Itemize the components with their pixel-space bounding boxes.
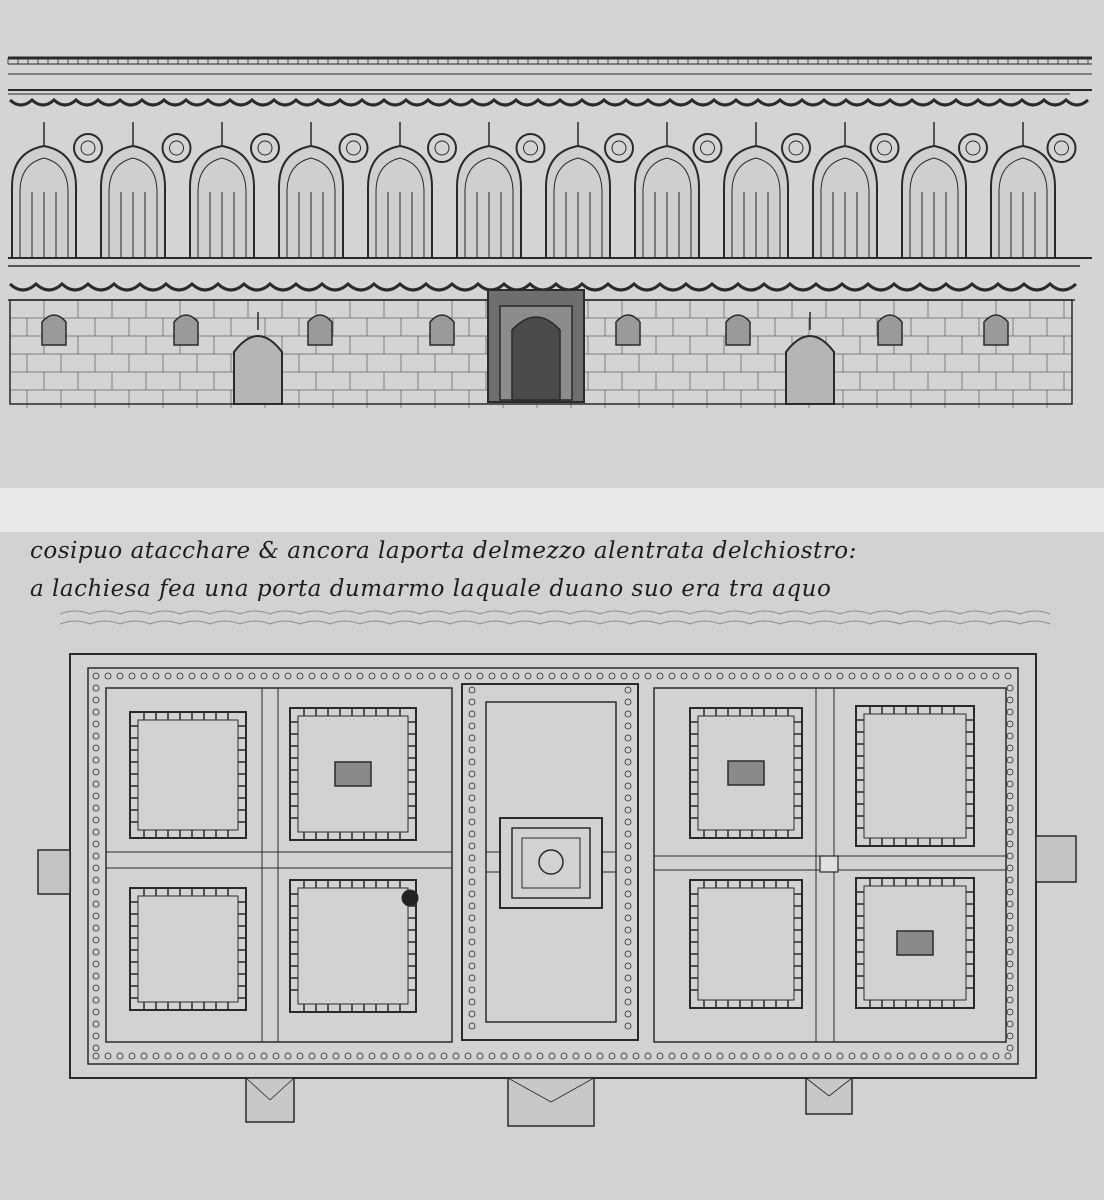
inscription-line-2: a lachiesa fea una porta dumarmo laquale… <box>30 576 832 602</box>
roundel <box>781 133 811 163</box>
roundel-inner <box>877 140 892 156</box>
roundel-inner <box>80 140 96 156</box>
small-arched-window <box>173 314 199 346</box>
gothic-window <box>100 122 166 258</box>
roundel <box>161 133 192 163</box>
gothic-window <box>456 122 522 258</box>
roundel <box>958 133 988 163</box>
gothic-window <box>189 122 255 258</box>
gothic-window <box>901 122 967 258</box>
roundel-inner <box>965 140 981 156</box>
gothic-window <box>723 122 789 258</box>
roundel <box>1046 133 1077 163</box>
roundel <box>869 133 900 163</box>
gothic-window <box>545 122 611 258</box>
roundel-inner <box>611 140 627 156</box>
roundel <box>73 133 103 163</box>
gothic-window <box>367 122 433 258</box>
gothic-window <box>634 122 700 258</box>
gothic-window <box>278 122 344 258</box>
roundel-inner <box>169 140 184 156</box>
upper-garland-band <box>8 93 1090 107</box>
roundel-inner <box>788 140 804 156</box>
cornice <box>7 56 1092 91</box>
facade-elevation-panel <box>0 0 1104 488</box>
small-arched-window <box>307 314 333 346</box>
facade-elevation-drawing <box>7 56 1092 408</box>
gothic-window <box>812 122 878 258</box>
panel-divider <box>0 488 1104 532</box>
inscription-line-1: cosipuo atacchare & ancora laporta delme… <box>30 538 857 564</box>
roundel-row <box>73 133 1077 163</box>
central-portal <box>487 289 585 403</box>
side-arched-door <box>785 312 835 405</box>
ground-floor-wall <box>9 289 1073 408</box>
roundel-inner <box>1054 140 1069 156</box>
roundel-inner <box>523 140 538 156</box>
roundel <box>250 133 280 163</box>
gothic-window <box>11 122 77 258</box>
roundel-inner <box>346 140 361 156</box>
small-arched-window <box>877 314 903 346</box>
roundel <box>515 133 546 163</box>
small-arched-window <box>983 314 1009 346</box>
roundel <box>338 133 369 163</box>
roundel-inner <box>700 140 715 156</box>
small-arched-window <box>429 314 455 346</box>
side-arched-door <box>233 312 283 405</box>
gothic-window-arcade <box>11 122 1056 258</box>
gothic-window <box>990 122 1056 258</box>
floor-plan-panel <box>0 532 1104 1200</box>
roundel <box>604 133 634 163</box>
small-arched-window <box>41 314 67 346</box>
small-arched-window <box>615 314 641 346</box>
small-arched-window <box>725 314 751 346</box>
roundel-inner <box>257 140 273 156</box>
roundel <box>692 133 723 163</box>
roundel-inner <box>434 140 450 156</box>
roundel <box>427 133 457 163</box>
